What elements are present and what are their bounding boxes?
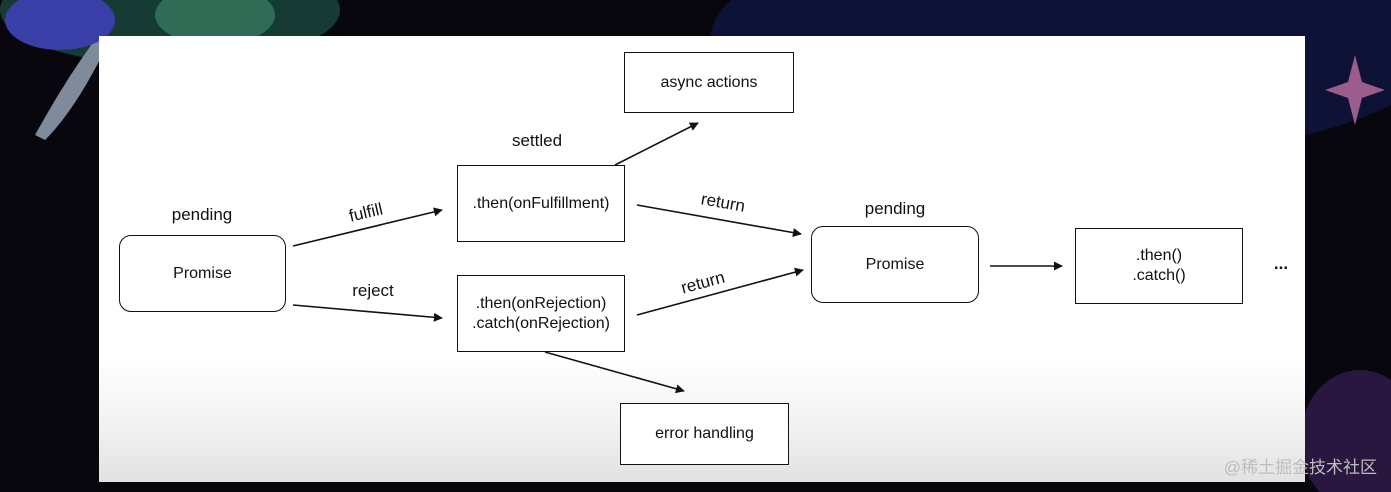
promise-initial-node: Promise <box>119 235 286 312</box>
fulfill-arrow <box>292 207 443 247</box>
promise-next-node: Promise <box>811 226 979 303</box>
pending-initial-label: pending <box>171 205 233 224</box>
reject-arrow <box>292 304 443 322</box>
error-handling-node: error handling <box>620 403 789 465</box>
ellipsis-label: ... <box>1273 254 1289 273</box>
star-icon <box>1325 55 1385 125</box>
return-rejected-arrow <box>636 267 804 316</box>
settled-label: settled <box>511 131 563 150</box>
watermark-text: @稀土掘金技术社区 <box>1223 458 1377 477</box>
to-error-handling-arrow <box>544 351 685 394</box>
return-fulfilled-arrow <box>636 204 802 238</box>
then-catch-next-node: .then() .catch() <box>1075 228 1243 304</box>
async-actions-node: async actions <box>624 52 794 113</box>
pending-next-label: pending <box>864 199 926 218</box>
reject-label: reject <box>352 281 394 300</box>
then-catch-rejection-node: .then(onRejection) .catch(onRejection) <box>457 275 625 352</box>
to-async-actions-arrow <box>614 122 699 166</box>
then-fulfillment-node: .then(onFulfillment) <box>457 165 625 242</box>
